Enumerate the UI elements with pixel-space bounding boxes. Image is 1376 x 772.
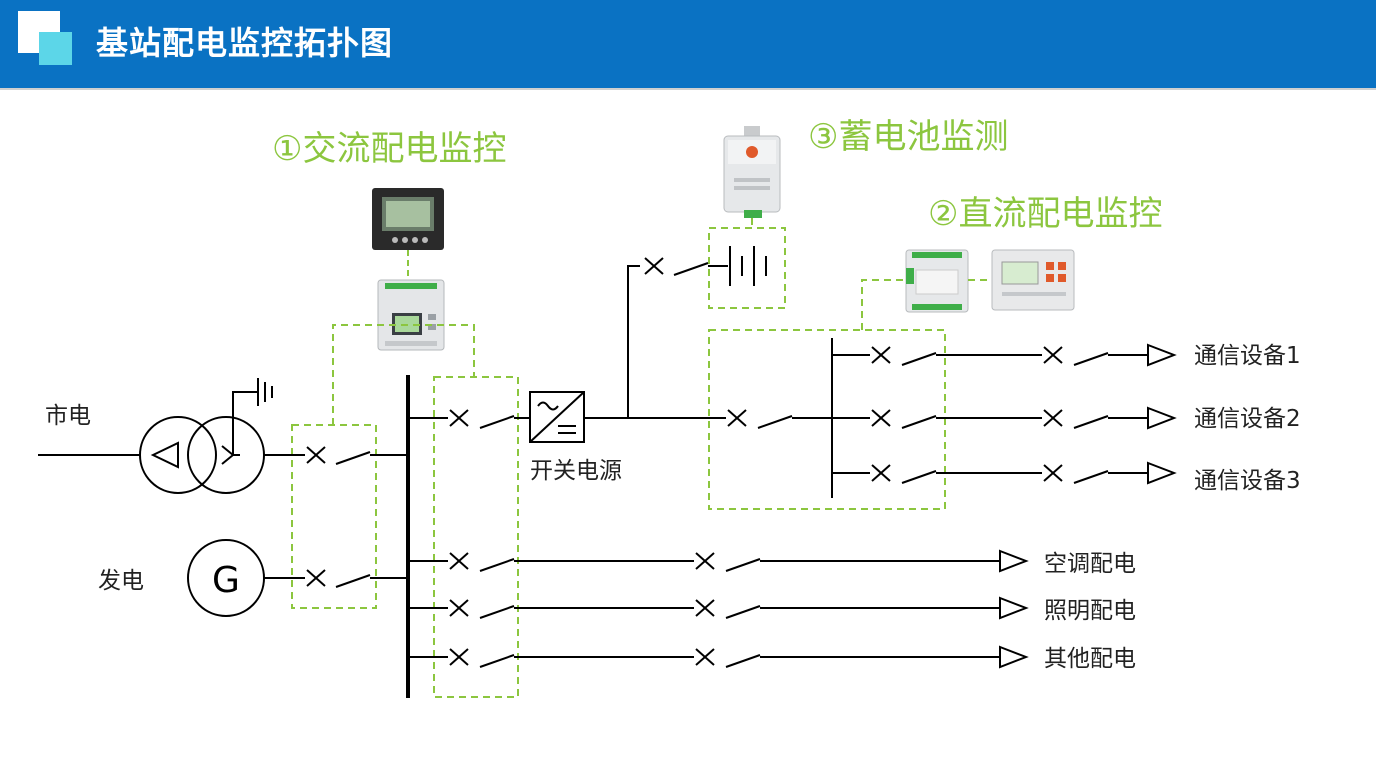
dc-panel-meter-device	[991, 249, 1075, 311]
mains-label: 市电	[45, 403, 91, 429]
switching-power-supply-label: 开关电源	[530, 458, 622, 484]
ac-feeder-3	[408, 645, 1029, 669]
dc-monitor-title: ②直流配电监控	[928, 194, 1162, 234]
comm-load-1-label: 通信设备1	[1194, 343, 1301, 369]
page-title: 基站配电监控拓扑图	[96, 24, 394, 62]
generator-letter: G	[212, 560, 240, 601]
ac-feeder-1	[408, 549, 1029, 573]
dc-feeder-1	[832, 343, 1177, 367]
ac-incoming-zone	[291, 424, 377, 609]
logo-accent-icon	[39, 32, 72, 65]
dc-feeder-3	[832, 461, 1177, 485]
ac-feeder-2	[408, 596, 1029, 620]
switching-power-supply-symbol	[529, 391, 585, 443]
header-divider	[0, 88, 1376, 90]
ac-din-meter-device	[377, 279, 445, 351]
transformer-symbol	[139, 378, 273, 494]
ac-load-1-label: 空调配电	[1044, 551, 1136, 577]
ac-monitor-title: ①交流配电监控	[272, 129, 506, 169]
ac-load-3-label: 其他配电	[1044, 646, 1136, 672]
ac-outgoing-zone	[433, 376, 519, 698]
dc-zone	[708, 329, 946, 510]
comm-load-3-label: 通信设备3	[1194, 468, 1301, 494]
comm-load-2-label: 通信设备2	[1194, 406, 1301, 432]
generator-label: 发电	[98, 568, 144, 594]
battery-monitor-title: ③蓄电池监测	[808, 117, 1008, 157]
ac-meter-bracket	[332, 324, 475, 425]
monitor-zones	[291, 218, 992, 698]
header-bar: 基站配电监控拓扑图	[0, 0, 1376, 88]
battery-monitor-device	[723, 126, 781, 218]
dc-din-meter-device	[905, 249, 969, 313]
battery-zone	[708, 227, 786, 309]
battery-symbol	[729, 246, 767, 286]
ac-panel-meter-device	[372, 188, 444, 250]
ac-load-2-label: 照明配电	[1044, 598, 1136, 624]
dc-feeder-2	[832, 406, 1177, 430]
